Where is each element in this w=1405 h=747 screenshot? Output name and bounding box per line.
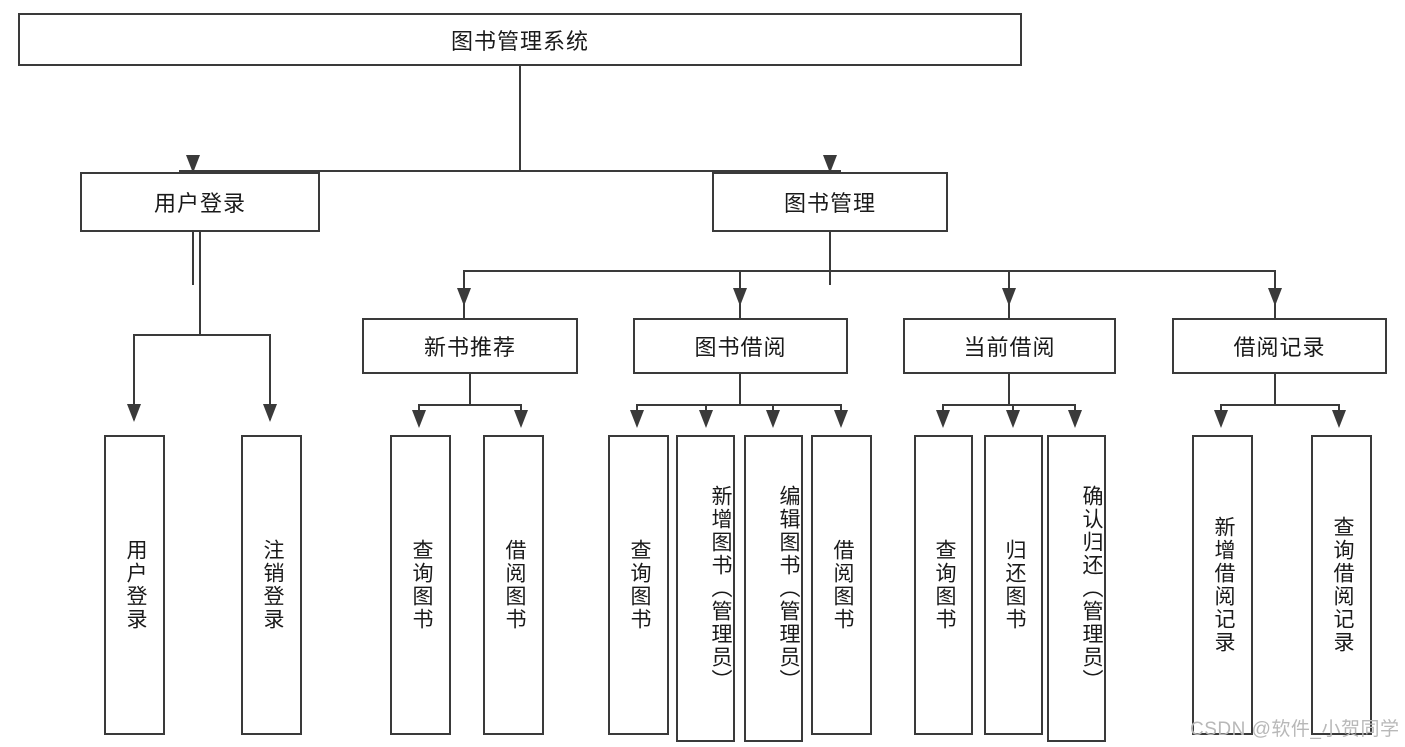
leaf-current-confirm-return-admin[interactable]: 确认归还（管理员） — [1047, 435, 1106, 742]
node-label: 图书管理系统 — [450, 28, 589, 54]
connector-current-trunk — [1008, 374, 1010, 406]
csdn-watermark: CSDN @软件_小贺同学 — [1190, 714, 1399, 741]
leaf-logout[interactable]: 注销登录 — [241, 435, 302, 735]
node-book-manage[interactable]: 图书管理 — [712, 172, 948, 232]
node-user-login[interactable]: 用户登录 — [80, 172, 320, 232]
node-label: 查询图书 — [409, 539, 433, 631]
node-label: 归还图书 — [1002, 539, 1026, 631]
connector-recommend-trunk — [469, 374, 471, 406]
leaf-recommend-borrow-book[interactable]: 借阅图书 — [483, 435, 544, 735]
connector-userlogin-left — [133, 334, 135, 420]
leaf-borrow-query-book[interactable]: 查询图书 — [608, 435, 669, 735]
connector-borrow-trunk — [739, 374, 741, 406]
node-label: 图书借阅 — [694, 335, 787, 360]
watermark-text: CSDN @软件_小贺同学 — [1190, 719, 1400, 740]
arrow-to-current-borrow — [1002, 288, 1016, 306]
node-label: 用户登录 — [123, 539, 147, 631]
connector-userlogin-trunk — [199, 232, 201, 336]
connector-current-bar — [942, 404, 1076, 406]
connector-userlogin-bar — [133, 334, 271, 336]
node-label: 借阅图书 — [830, 539, 854, 631]
connector-record-trunk — [1274, 374, 1276, 406]
leaf-user-login[interactable]: 用户登录 — [104, 435, 165, 735]
arrow-current-leaf-1 — [936, 410, 950, 428]
arrow-to-borrow-record — [1268, 288, 1282, 306]
arrow-to-book-borrow — [733, 288, 747, 306]
leaf-current-query-book[interactable]: 查询图书 — [914, 435, 973, 735]
arrow-current-leaf-2 — [1006, 410, 1020, 428]
connector-bookmanage-bar — [463, 270, 1276, 272]
arrow-record-leaf-1 — [1214, 410, 1228, 428]
node-new-book-recommend[interactable]: 新书推荐 — [362, 318, 578, 374]
leaf-current-return-book[interactable]: 归还图书 — [984, 435, 1043, 735]
arrow-borrow-leaf-3 — [766, 410, 780, 428]
arrow-to-bookmanage — [823, 155, 837, 173]
node-label: 图书管理 — [783, 191, 876, 216]
arrow-borrow-leaf-4 — [834, 410, 848, 428]
arrow-borrow-leaf-2 — [699, 410, 713, 428]
node-label: 新增借阅记录 — [1211, 516, 1235, 654]
arrow-userlogin-leaf-1 — [127, 404, 141, 422]
node-borrow-record[interactable]: 借阅记录 — [1172, 318, 1387, 374]
node-label: 注销登录 — [260, 539, 284, 631]
node-label: 借阅图书 — [502, 539, 526, 631]
arrow-current-leaf-3 — [1068, 410, 1082, 428]
arrow-userlogin-leaf-2 — [263, 404, 277, 422]
node-root-system[interactable]: 图书管理系统 — [18, 13, 1022, 66]
connector-userlogin-right — [269, 334, 271, 420]
arrow-record-leaf-2 — [1332, 410, 1346, 428]
leaf-recommend-query-book[interactable]: 查询图书 — [390, 435, 451, 735]
arrow-recommend-leaf-1 — [412, 410, 426, 428]
connector-root-bar — [179, 170, 841, 172]
leaf-borrow-borrow-book[interactable]: 借阅图书 — [811, 435, 872, 735]
leaf-borrow-edit-book-admin[interactable]: 编辑图书（管理员） — [744, 435, 803, 742]
leaf-record-query-record[interactable]: 查询借阅记录 — [1311, 435, 1372, 735]
connector-bookmanage-trunk — [829, 232, 831, 272]
connector-record-bar — [1220, 404, 1340, 406]
node-label: 查询图书 — [627, 539, 651, 631]
connector-recommend-bar — [418, 404, 522, 406]
node-book-borrow[interactable]: 图书借阅 — [633, 318, 848, 374]
node-label: 查询借阅记录 — [1330, 516, 1354, 654]
node-label: 编辑图书（管理员） — [777, 485, 800, 692]
node-label: 查询图书 — [932, 539, 956, 631]
node-current-borrow[interactable]: 当前借阅 — [903, 318, 1116, 374]
connector-root-trunk — [519, 66, 521, 171]
leaf-record-add-record[interactable]: 新增借阅记录 — [1192, 435, 1253, 735]
arrow-to-new-book-recommend — [457, 288, 471, 306]
connector-borrow-bar — [636, 404, 842, 406]
arrow-to-userlogin — [186, 155, 200, 173]
arrow-borrow-leaf-1 — [630, 410, 644, 428]
arrow-recommend-leaf-2 — [514, 410, 528, 428]
node-label: 确认归还（管理员） — [1080, 485, 1103, 692]
node-label: 借阅记录 — [1233, 335, 1326, 360]
node-label: 用户登录 — [153, 191, 246, 216]
node-label: 新书推荐 — [423, 335, 516, 360]
node-label: 新增图书（管理员） — [709, 485, 732, 692]
node-label: 当前借阅 — [963, 335, 1056, 360]
leaf-borrow-add-book-admin[interactable]: 新增图书（管理员） — [676, 435, 735, 742]
